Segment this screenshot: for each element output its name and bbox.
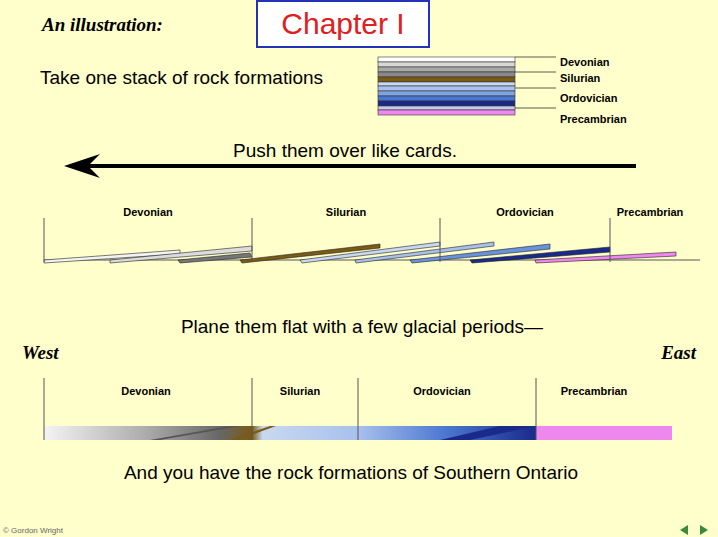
- instruction-text: Take one stack of rock formations: [40, 67, 323, 89]
- illustration-heading: An illustration:: [42, 14, 163, 36]
- tilted-cards: [44, 242, 700, 263]
- divider-lines: [44, 378, 536, 440]
- period-label: Silurian: [326, 206, 366, 219]
- divider-lines: [44, 218, 610, 262]
- period-label: Ordovician: [496, 206, 553, 219]
- period-label: Devonian: [560, 56, 610, 69]
- watermark: © Gordon Wright: [3, 526, 63, 535]
- period-label: Silurian: [280, 385, 320, 398]
- period-label: Ordovician: [560, 92, 617, 105]
- leader-lines: [515, 57, 556, 108]
- period-label: Precambrian: [617, 206, 684, 219]
- period-label: Devonian: [123, 206, 173, 219]
- arrow-head: [64, 154, 100, 178]
- push-arrow: [80, 164, 636, 168]
- period-label: Ordovician: [413, 385, 470, 398]
- period-label: Precambrian: [561, 385, 628, 398]
- period-label: Silurian: [560, 72, 600, 85]
- period-label: Precambrian: [560, 113, 627, 126]
- direction-label: East: [661, 342, 696, 364]
- nav-icons: [680, 525, 708, 535]
- direction-label: West: [22, 342, 59, 364]
- period-label: Devonian: [121, 385, 171, 398]
- chapter-title: Chapter I: [256, 0, 430, 48]
- rock-stack: [378, 57, 515, 115]
- instruction-text: Push them over like cards.: [233, 140, 457, 162]
- instruction-text: Plane them flat with a few glacial perio…: [181, 316, 543, 338]
- caption-text: And you have the rock formations of Sout…: [124, 462, 578, 484]
